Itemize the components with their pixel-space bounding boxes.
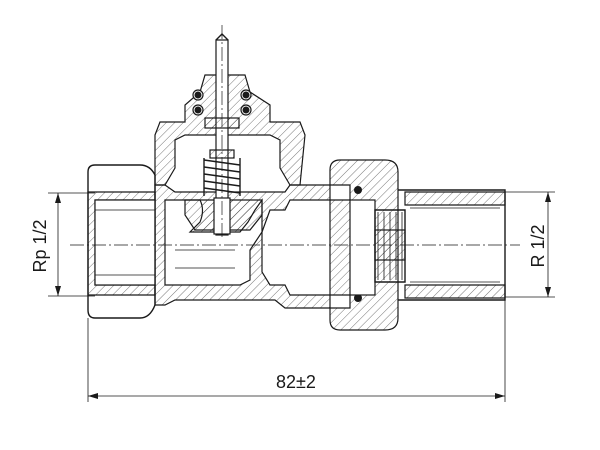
dimension-right-thread: R 1/2 (505, 191, 555, 298)
overall-length-label: 82±2 (276, 372, 316, 392)
left-thread-label: Rp 1/2 (30, 219, 50, 272)
dimension-left-thread: Rp 1/2 (30, 192, 95, 297)
dimension-overall-length: 82±2 (87, 300, 506, 402)
valve-body (87, 33, 506, 331)
right-thread-label: R 1/2 (528, 224, 548, 267)
bonnet (154, 74, 306, 186)
